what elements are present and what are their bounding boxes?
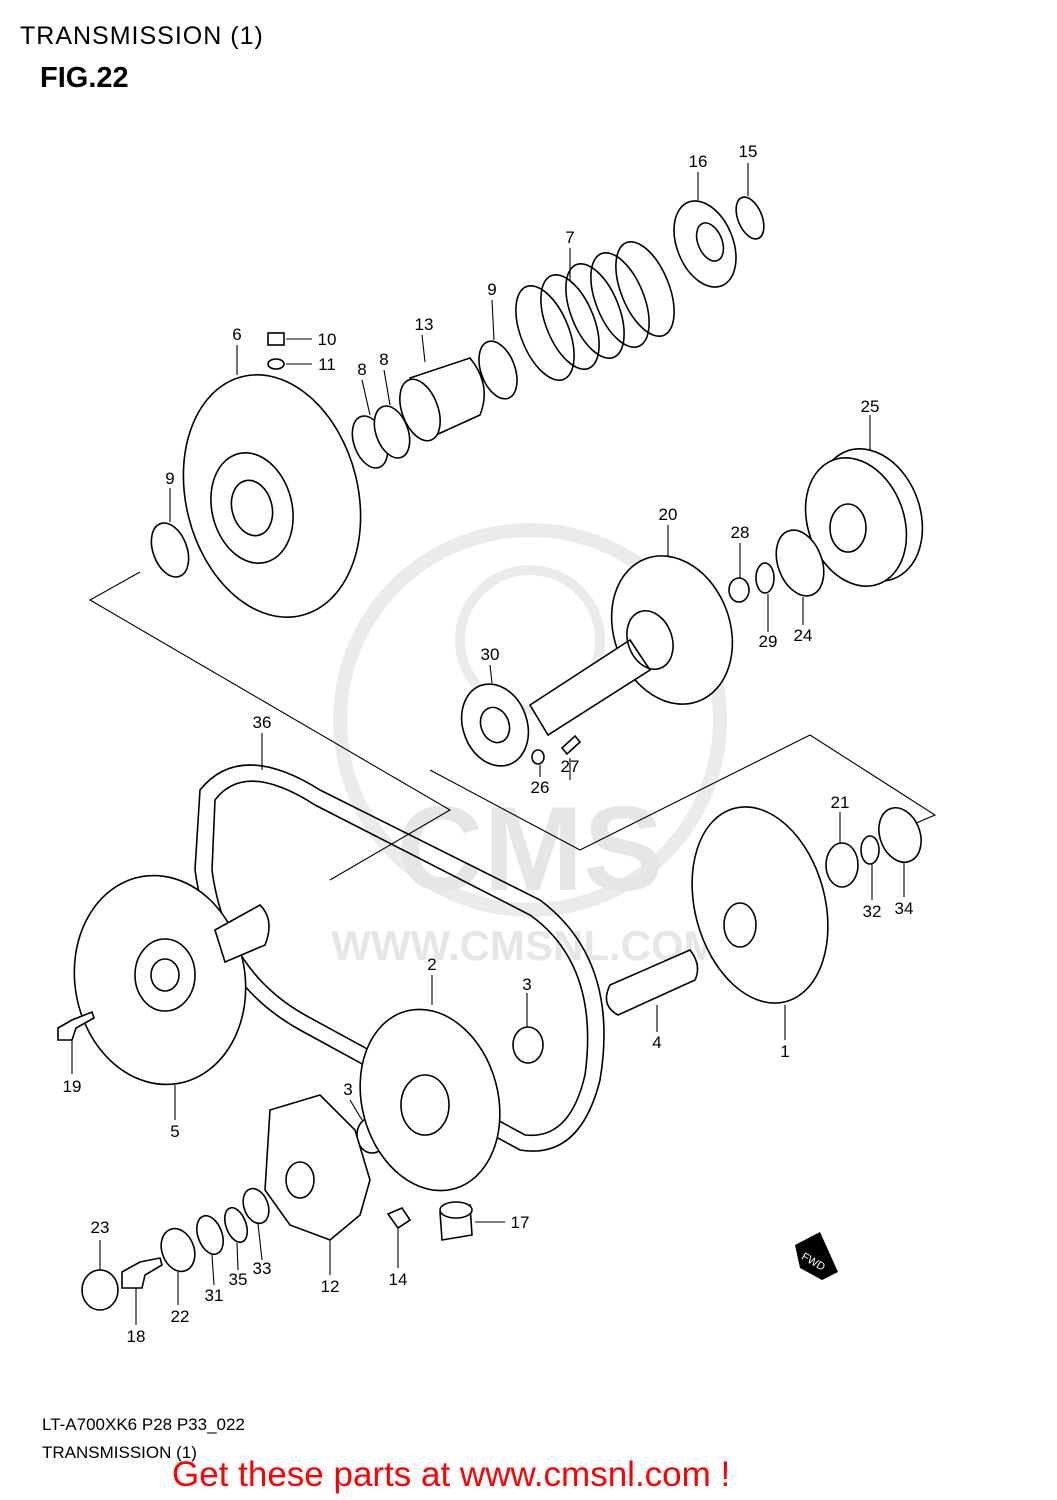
driven-face-plate [182, 374, 362, 618]
seal-34 [878, 807, 922, 863]
callout-21: 21 [831, 793, 850, 812]
callout-8-b: 8 [379, 350, 388, 369]
washer-29 [755, 562, 775, 594]
figure-label: FIG.22 [40, 62, 129, 94]
callout-25: 25 [861, 397, 880, 416]
callout-33: 33 [253, 1259, 272, 1278]
washer-35 [223, 1206, 249, 1244]
callout-3-lower: 3 [343, 1080, 352, 1099]
callout-29: 29 [759, 632, 778, 651]
ring-9-upper [478, 340, 518, 400]
callout-24: 24 [794, 626, 813, 645]
callout-32: 32 [863, 902, 882, 921]
callout-3-upper: 3 [522, 975, 531, 994]
spacer-3-upper [512, 1026, 544, 1064]
ring-9-lower [150, 522, 190, 578]
callout-2: 2 [427, 955, 436, 974]
callout-8-a: 8 [357, 360, 366, 379]
collar-13 [399, 357, 486, 442]
callout-11: 11 [318, 355, 336, 374]
bearing-24 [775, 529, 825, 597]
callout-13: 13 [415, 315, 434, 334]
callout-15: 15 [739, 142, 758, 161]
callout-27: 27 [561, 757, 580, 776]
callout-20: 20 [659, 505, 678, 524]
screw-27 [560, 734, 582, 756]
callout-leaders [71, 163, 905, 1325]
cap-23 [81, 1269, 119, 1311]
bushing-21 [825, 842, 859, 888]
washer-33 [242, 1187, 270, 1225]
cam-plate-12 [264, 1094, 371, 1241]
pin-10 [267, 332, 285, 346]
callout-4: 4 [652, 1033, 661, 1052]
callout-5: 5 [170, 1122, 179, 1141]
nut-31 [196, 1214, 224, 1256]
callout-labels: 1 2 3 3 4 5 6 7 8 8 9 9 10 11 12 13 14 1… [63, 142, 914, 1346]
page-title: TRANSMISSION (1) [20, 22, 264, 50]
bolt-18 [121, 1257, 163, 1289]
roller-17 [439, 1201, 473, 1241]
callout-16: 16 [689, 152, 708, 171]
callout-14: 14 [389, 1270, 408, 1289]
slide-piece-14 [386, 1207, 412, 1230]
callout-23: 23 [91, 1218, 110, 1237]
nut-28 [728, 577, 750, 603]
get-parts-link[interactable]: Get these parts at www.cmsnl.com ! [172, 1455, 731, 1494]
callout-17: 17 [511, 1213, 530, 1232]
assembly-lines [88, 571, 937, 881]
callout-1: 1 [780, 1042, 789, 1061]
movable-drive-face-2 [359, 1008, 501, 1192]
callout-7: 7 [565, 228, 574, 247]
watermark-url: WWW.CMSNL.COM [331, 922, 718, 969]
drive-face-1 [691, 806, 829, 1004]
nut-15 [735, 196, 765, 240]
spring-seat-16 [673, 200, 737, 288]
callout-35: 35 [229, 1270, 248, 1289]
callout-34: 34 [895, 899, 914, 918]
seal-8-b [373, 405, 411, 459]
clutch-25 [804, 448, 924, 587]
callout-22: 22 [171, 1307, 190, 1326]
callout-9-lower: 9 [165, 469, 174, 488]
driven-pulley-5 [73, 874, 270, 1086]
callout-28: 28 [731, 523, 750, 542]
footer-title: TRANSMISSION (1) [42, 1443, 197, 1462]
callout-10: 10 [318, 330, 337, 349]
washer-22 [160, 1227, 196, 1273]
washer-32 [860, 835, 880, 865]
bearing-30 [460, 683, 530, 767]
callout-6: 6 [232, 325, 241, 344]
diagram-code: LT-A700XK6 P28 P33_022 [42, 1415, 245, 1434]
clutch-housing-20 [528, 555, 734, 737]
callout-26: 26 [531, 778, 550, 797]
bolt-19 [57, 1010, 95, 1041]
callout-19: 19 [63, 1077, 82, 1096]
fwd-direction-badge: FWD [795, 1232, 838, 1280]
washer-11 [267, 358, 285, 370]
spring-7 [515, 240, 675, 382]
callout-18: 18 [127, 1327, 146, 1346]
sleeve-4 [605, 949, 699, 1016]
callout-30: 30 [481, 645, 500, 664]
callout-36: 36 [253, 713, 272, 732]
callout-12: 12 [321, 1277, 340, 1296]
callout-9-upper: 9 [487, 280, 496, 299]
callout-31: 31 [205, 1286, 224, 1305]
washer-26 [531, 749, 545, 765]
